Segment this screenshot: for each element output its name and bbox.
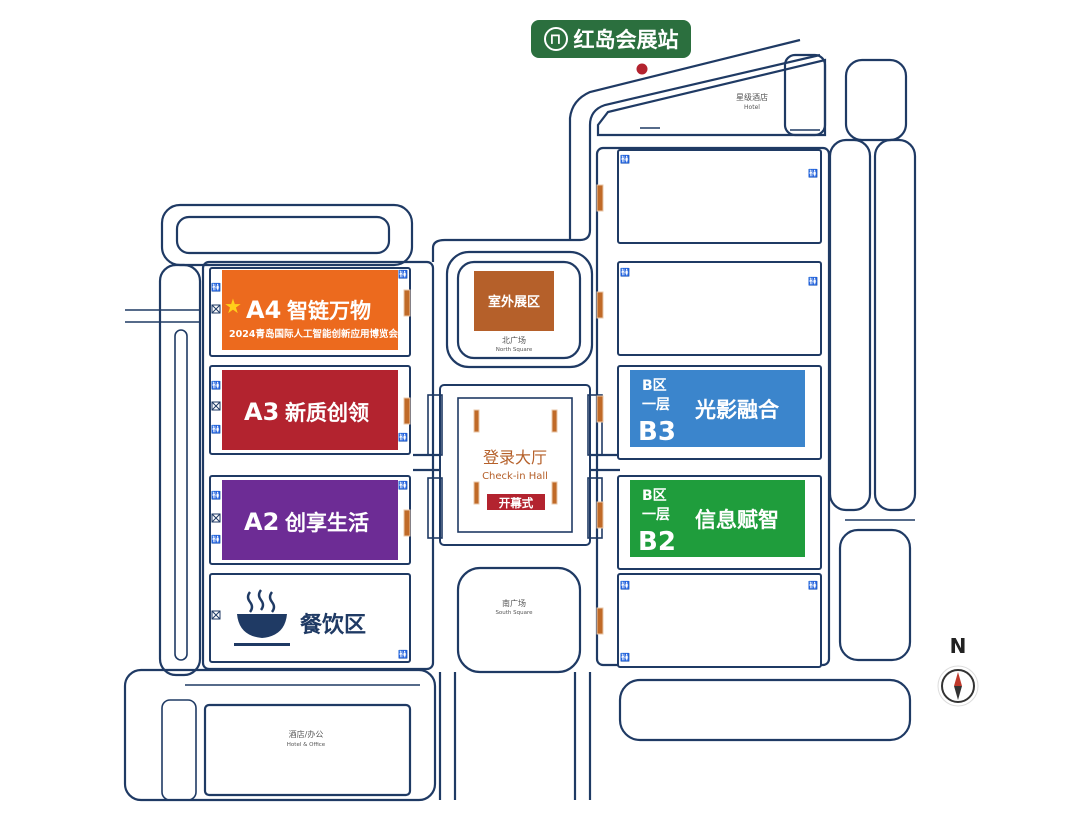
opening-ceremony-fill: [487, 494, 545, 510]
zone-a4-code: A4: [246, 296, 281, 324]
zone-outdoor-fill: [474, 271, 554, 331]
zone-b2-area: B区: [642, 488, 667, 504]
entrance-door-icons: [403, 184, 604, 635]
zone-a3[interactable]: A3 新质创领: [222, 370, 398, 450]
compass-rose-icon: [937, 665, 979, 707]
svg-text:🚻: 🚻: [211, 282, 221, 292]
zone-b2-name: 信息赋智: [695, 508, 779, 532]
svg-text:🚻: 🚻: [211, 490, 221, 500]
zone-dining[interactable]: 餐饮区: [234, 589, 366, 646]
metro-station-badge[interactable]: ⊓ 红岛会展站: [531, 20, 691, 58]
zone-b3-area: B区: [642, 378, 667, 394]
svg-text:🚻: 🚻: [398, 269, 408, 279]
zone-a2[interactable]: A2 创享生活: [222, 480, 398, 560]
zone-a4[interactable]: ★ A4 智链万物 2024青岛国际人工智能创新应用博览会: [222, 270, 398, 350]
zone-b3-floor: 一层: [642, 397, 670, 413]
zone-b3-name: 光影融合: [694, 398, 780, 422]
svg-text:🚻: 🚻: [808, 580, 818, 590]
svg-text:🚻: 🚻: [211, 534, 221, 544]
zone-b3[interactable]: B区 一层 B3 光影融合: [630, 370, 805, 447]
svg-text:🚻: 🚻: [398, 649, 408, 659]
zone-a3-fill: [222, 370, 398, 450]
compass-north-label: N: [949, 634, 967, 658]
zone-a2-fill: [222, 480, 398, 560]
metro-icon: ⊓: [543, 27, 568, 51]
svg-text:🚻: 🚻: [620, 154, 630, 164]
zone-outdoor-name: 室外展区: [488, 294, 540, 310]
hotel-office-label-en: Hotel & Office: [287, 742, 326, 748]
svg-text:🚻: 🚻: [211, 424, 221, 434]
zone-a4-fill: [222, 270, 398, 350]
south-square-label: 南广场: [502, 598, 526, 608]
zone-b2-floor: 一层: [642, 507, 670, 523]
svg-text:🚻: 🚻: [398, 480, 408, 490]
zone-a4-subtitle: 2024青岛国际人工智能创新应用博览会: [229, 328, 398, 340]
stairs-icons: [211, 304, 221, 620]
north-square-label-en: North Square: [496, 347, 533, 353]
zone-a4-name: 智链万物: [287, 299, 371, 323]
station-name: 红岛会展站: [573, 28, 679, 52]
hotel-office-label: 酒店/办公: [289, 729, 324, 739]
zone-b3-code: B3: [638, 417, 676, 447]
restroom-icons: 🚻 🚻 🚻 🚻 🚻 🚻 🚻 🚻 🚻 🚻 🚻 🚻 🚻 🚻 🚻 🚻: [211, 154, 818, 662]
opening-ceremony-label: 开幕式: [499, 496, 534, 510]
svg-text:🚻: 🚻: [808, 276, 818, 286]
favorite-star-icon: ★: [224, 294, 242, 318]
bowl-icon: [234, 589, 290, 646]
hotel-top-label-en: Hotel: [744, 104, 760, 111]
hotel-top-label: 星级酒店: [736, 92, 768, 102]
svg-text:🚻: 🚻: [620, 652, 630, 662]
zone-b2-code: B2: [638, 527, 676, 557]
zone-b2-fill: [630, 480, 805, 557]
north-square-label: 北广场: [502, 335, 526, 345]
checkin-hall-label: 登录大厅: [483, 448, 547, 467]
checkin-hall-label-en: Check-in Hall: [482, 471, 548, 482]
station-location-dot: [636, 63, 648, 75]
opening-ceremony[interactable]: 开幕式: [487, 494, 545, 510]
zone-a3-name: 新质创领: [285, 401, 369, 425]
svg-text:🚻: 🚻: [398, 432, 408, 442]
svg-text:🚻: 🚻: [211, 380, 221, 390]
south-square-label-en: South Square: [495, 610, 533, 616]
zone-outdoor[interactable]: 室外展区: [474, 271, 554, 331]
dining-label: 餐饮区: [300, 613, 366, 638]
zone-a2-name: 创享生活: [284, 511, 369, 535]
zone-a2-code: A2: [244, 508, 279, 536]
svg-text:🚻: 🚻: [808, 168, 818, 178]
svg-text:🚻: 🚻: [620, 580, 630, 590]
svg-text:🚻: 🚻: [620, 267, 630, 277]
zone-a3-code: A3: [244, 398, 279, 426]
compass: N: [933, 634, 983, 714]
zone-b2[interactable]: B区 一层 B2 信息赋智: [630, 480, 805, 557]
zone-b3-fill: [630, 370, 805, 447]
